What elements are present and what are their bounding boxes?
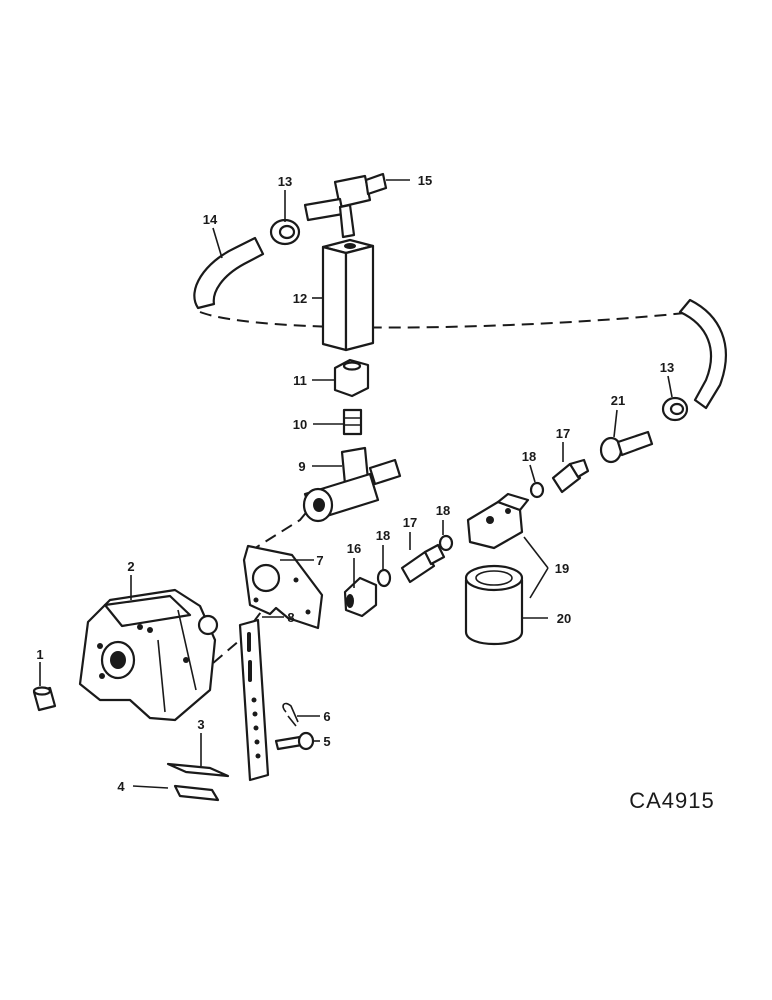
nipple-10 xyxy=(342,408,363,436)
hose-clamp-13-right xyxy=(661,396,689,422)
callout-9: 9 xyxy=(298,459,305,474)
callout-17-right: 17 xyxy=(556,426,570,441)
callout-17-left: 17 xyxy=(403,515,417,530)
callout-6: 6 xyxy=(323,709,330,724)
bracket-plate-7 xyxy=(242,544,324,630)
drawing-code: CA4915 xyxy=(629,788,715,813)
callout-11: 11 xyxy=(293,373,307,388)
callout-7: 7 xyxy=(316,553,323,568)
callout-19: 19 xyxy=(555,561,569,576)
hex-nut-11 xyxy=(333,358,370,398)
callout-3: 3 xyxy=(197,717,204,732)
callout-21: 21 xyxy=(611,393,625,408)
fitting-17-a xyxy=(400,543,446,584)
washer-18-b xyxy=(438,534,454,552)
pump-body-2 xyxy=(78,588,219,722)
callout-18-a: 18 xyxy=(376,528,390,543)
fitting-17-b xyxy=(551,458,590,494)
callout-18-b: 18 xyxy=(436,503,450,518)
tee-fitting-15 xyxy=(303,172,388,239)
slotted-strap-8 xyxy=(238,618,270,782)
bolt-5 xyxy=(274,731,315,751)
washer-18-c xyxy=(529,481,545,499)
callout-14: 14 xyxy=(203,212,218,227)
callout-18-c: 18 xyxy=(522,449,536,464)
callout-12: 12 xyxy=(293,291,307,306)
plug-1 xyxy=(32,686,57,712)
callout-8: 8 xyxy=(287,610,294,625)
cotter-pin-6 xyxy=(282,702,299,727)
callout-10: 10 xyxy=(293,417,307,432)
fitting-21 xyxy=(599,430,654,464)
filter-head-19 xyxy=(466,492,530,550)
callout-4: 4 xyxy=(117,779,125,794)
hose-clamp-13-upper xyxy=(269,218,301,246)
callout-13-upper: 13 xyxy=(278,174,292,189)
callout-13-right: 13 xyxy=(660,360,674,375)
leader-lines xyxy=(39,179,673,789)
filter-cartridge-20 xyxy=(464,564,524,646)
callout-2: 2 xyxy=(127,559,134,574)
washer-18-a xyxy=(376,568,392,588)
callout-5: 5 xyxy=(323,734,330,749)
shims-3-4 xyxy=(166,762,230,802)
adapter-16 xyxy=(343,576,378,618)
callout-labels: 1 2 3 4 5 6 7 8 9 10 11 12 13 13 14 15 1… xyxy=(36,173,674,794)
callout-20: 20 xyxy=(557,611,571,626)
tee-body-9 xyxy=(302,446,402,523)
callout-15: 15 xyxy=(418,173,432,188)
callout-16: 16 xyxy=(347,541,361,556)
square-tube-12 xyxy=(321,238,375,352)
callout-1: 1 xyxy=(36,647,43,662)
hose-14 xyxy=(193,236,727,410)
